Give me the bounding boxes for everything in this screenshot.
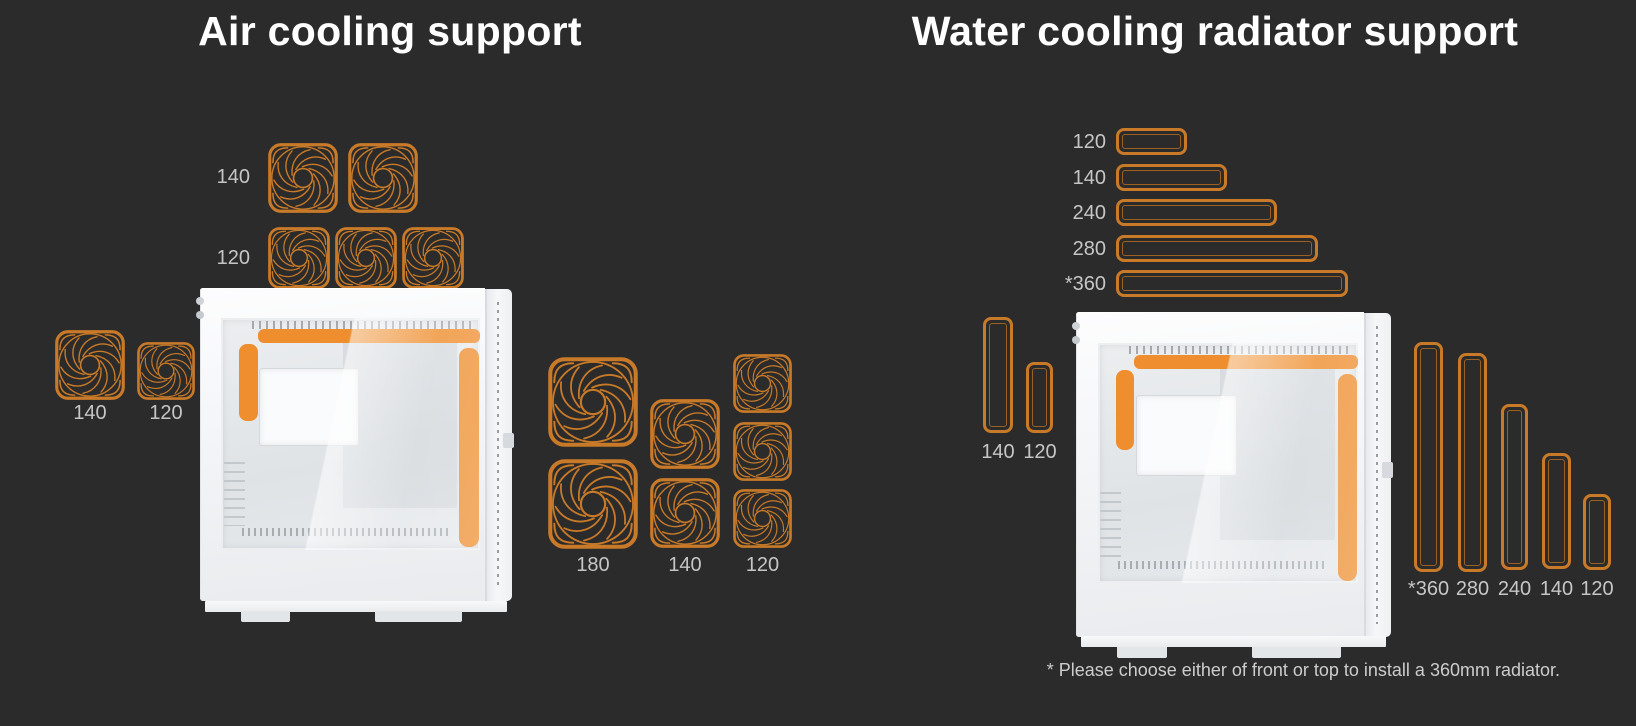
fan-icon [137, 342, 195, 400]
radiator-size-label: 240 [1497, 578, 1532, 600]
fan-icon [650, 399, 720, 469]
glass-reflection [1097, 342, 1359, 584]
radiator-outline-icon [1501, 404, 1528, 570]
fan-icon [55, 330, 125, 400]
pc-case-air [196, 288, 514, 622]
fan-icon [548, 459, 638, 549]
case-glass-window [221, 317, 480, 550]
case-side-panel [1072, 312, 1365, 637]
radiator-outline-icon [1116, 164, 1227, 191]
radiator-size-label: 240 [1072, 202, 1106, 224]
case-foot [240, 610, 291, 622]
fan-icon [650, 478, 720, 548]
radiator-outline-icon [1116, 235, 1318, 262]
radiator-outline-icon [1583, 494, 1611, 570]
case-base [1080, 636, 1387, 648]
fan-icon [733, 354, 792, 413]
case-glass-window [1097, 342, 1359, 584]
radiator-outline-icon [983, 317, 1013, 433]
case-foot [374, 610, 463, 622]
fan-size-label: 120 [149, 402, 183, 424]
case-side-panel [196, 288, 486, 602]
fan-size-label: 140 [668, 554, 702, 576]
fan-icon [733, 422, 792, 481]
glass-reflection [221, 317, 480, 550]
front-panel-clip [502, 432, 514, 449]
radiator-size-label: 280 [1072, 238, 1106, 260]
radiator-outline-icon [1116, 128, 1187, 155]
footnote: * Please choose either of front or top t… [1046, 660, 1560, 680]
front-panel-clip [1381, 462, 1393, 479]
radiator-outline-icon [1414, 342, 1443, 572]
fan-icon [268, 143, 338, 213]
fan-icon [335, 227, 397, 289]
radiator-size-label: 120 [1072, 131, 1106, 153]
radiator-size-label: 140 [981, 441, 1015, 463]
radiator-outline-icon [1458, 353, 1487, 572]
fan-size-label: 140 [73, 402, 107, 424]
fan-icon [348, 143, 418, 213]
fan-size-label: 180 [576, 554, 610, 576]
radiator-size-label: *360 [1064, 273, 1106, 295]
radiator-size-label: *360 [1407, 578, 1450, 600]
fan-icon [268, 227, 330, 289]
radiator-outline-icon [1542, 453, 1571, 569]
case-base [204, 600, 508, 612]
air-cooling-title: Air cooling support [198, 8, 582, 54]
radiator-size-label: 140 [1072, 167, 1106, 189]
fan-size-label: 140 [216, 166, 250, 188]
thumbscrew-icon [1072, 321, 1080, 330]
radiator-size-label: 120 [1023, 441, 1057, 463]
case-front-panel [484, 289, 514, 602]
radiator-outline-icon [1116, 270, 1348, 297]
pc-case-water [1072, 312, 1393, 658]
water-cooling-title: Water cooling radiator support [911, 8, 1519, 54]
radiator-size-label: 140 [1539, 578, 1574, 600]
fan-icon [733, 489, 792, 548]
radiator-outline-icon [1116, 199, 1277, 226]
fan-icon [548, 357, 638, 447]
fan-size-label: 120 [745, 554, 780, 576]
radiator-size-label: 120 [1580, 578, 1614, 600]
fan-size-label: 120 [216, 247, 250, 269]
radiator-size-label: 280 [1455, 578, 1490, 600]
fan-icon [402, 227, 464, 289]
radiator-outline-icon [1026, 362, 1053, 433]
thumbscrew-icon [196, 297, 204, 306]
case-foot [1252, 646, 1341, 658]
case-foot [1116, 646, 1168, 658]
case-front-panel [1363, 313, 1393, 637]
